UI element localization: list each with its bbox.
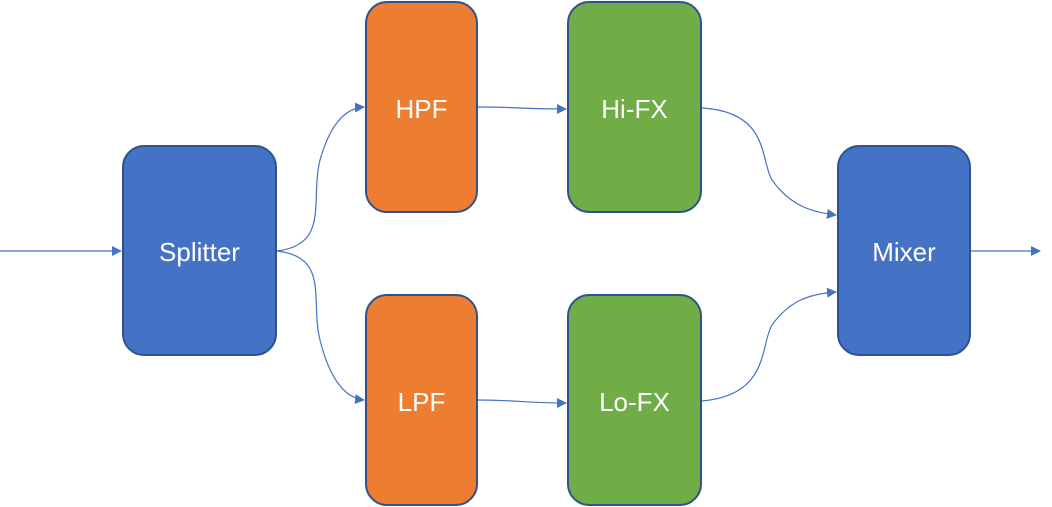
splitter-to-hpf-arrow [276, 102, 365, 252]
hifx-node: Hi-FX [567, 1, 702, 213]
mixer-node: Mixer [837, 145, 971, 356]
hpf-to-hifx-arrow [477, 103, 567, 114]
splitter-to-lpf-arrow [276, 250, 365, 405]
hifx-to-mixer-arrow [701, 107, 837, 219]
splitter-node: Splitter [122, 145, 277, 356]
hifx-label: Hi-FX [601, 94, 668, 124]
lpf-label: LPF [397, 387, 446, 417]
lpf-node: LPF [365, 294, 478, 506]
hpf-label: HPF [395, 94, 448, 124]
lofx-node: Lo-FX [567, 294, 702, 506]
lpf-to-lofx-arrow [477, 397, 567, 408]
splitter-label: Splitter [159, 237, 240, 267]
hpf-node: HPF [365, 1, 478, 213]
mixer-label: Mixer [872, 237, 936, 267]
lofx-label: Lo-FX [599, 387, 670, 417]
lofx-to-mixer-arrow [701, 287, 837, 402]
